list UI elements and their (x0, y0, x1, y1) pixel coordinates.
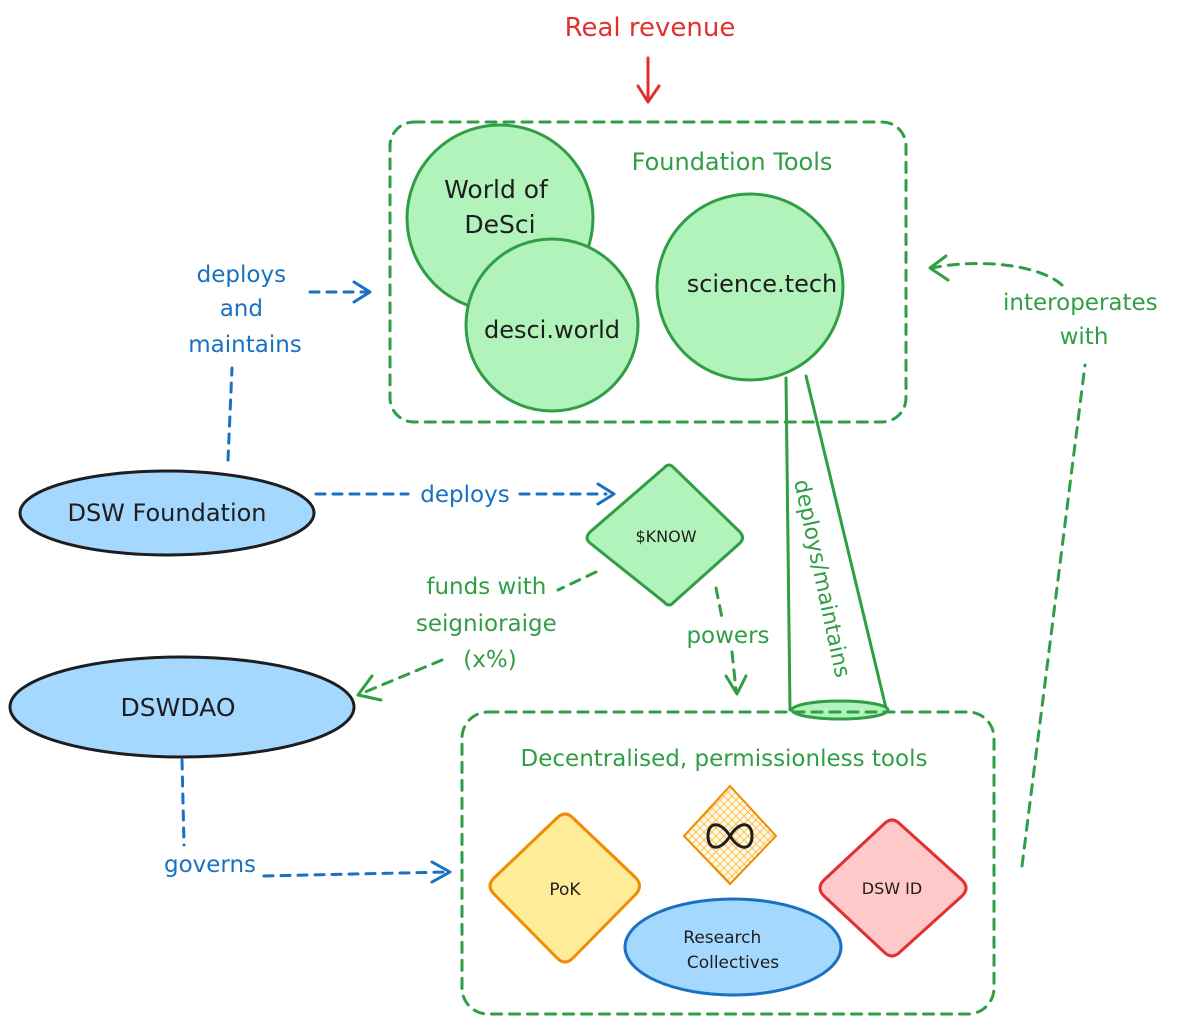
governs-edge (180, 758, 448, 878)
pok-label: PoK (549, 880, 581, 900)
dsw-id-label: DSW ID (862, 879, 922, 898)
deploys-and-maintains-label: deploys and maintains (188, 262, 302, 358)
funds-with-label: funds with seignioraige (x%) (416, 574, 564, 673)
interoperates-label: interoperates with (1003, 290, 1165, 350)
research-collectives-node[interactable] (623, 897, 843, 997)
science-tech-circle[interactable] (655, 192, 845, 382)
funds-with-edge (363, 570, 598, 694)
research-collectives-label: Research Collectives (683, 928, 779, 973)
dsw-id-node[interactable] (818, 818, 968, 958)
deploys-and-maintains-edge (226, 290, 368, 462)
desci-world-circle[interactable] (464, 237, 640, 413)
dsw-foundation-node[interactable] (18, 469, 316, 557)
powers-label: powers (686, 623, 769, 649)
funds-with-arrowhead (356, 674, 383, 702)
infinity-icon (706, 823, 754, 849)
world-of-desci-label: World of DeSci (444, 175, 556, 239)
desci-world-label: desci.world (484, 316, 620, 344)
foundation-tools-container (388, 120, 908, 424)
science-tech-label: science.tech (687, 270, 838, 298)
revenue-arrow (636, 56, 661, 104)
dswdao-node[interactable] (8, 655, 356, 759)
interoperates-arrowhead (928, 254, 950, 282)
foundation-tools-title: Foundation Tools (632, 148, 833, 176)
interoperates-edge (930, 262, 1087, 868)
deploys-label: deploys (420, 482, 509, 508)
know-token-node[interactable] (585, 463, 744, 607)
pok-node[interactable] (488, 812, 641, 964)
powers-arrowhead (724, 674, 748, 696)
decentralised-tools-container (460, 710, 996, 1016)
decentralised-tools-title: Decentralised, permissionless tools (521, 746, 928, 772)
deploys-maintains-label: deploys/maintains (788, 477, 854, 679)
governs-label: governs (164, 852, 256, 878)
deploys-and-maintains-arrowhead (352, 280, 372, 304)
deploys-maintains-funnel (784, 374, 890, 721)
powers-edge (714, 586, 738, 692)
dswdao-label: DSWDAO (121, 693, 236, 722)
dsw-foundation-label: DSW Foundation (67, 499, 266, 527)
real-revenue-label: Real revenue (565, 13, 736, 43)
deploys-arrowhead (596, 482, 616, 506)
governs-arrowhead (430, 860, 452, 884)
know-token-label: $KNOW (635, 527, 696, 546)
